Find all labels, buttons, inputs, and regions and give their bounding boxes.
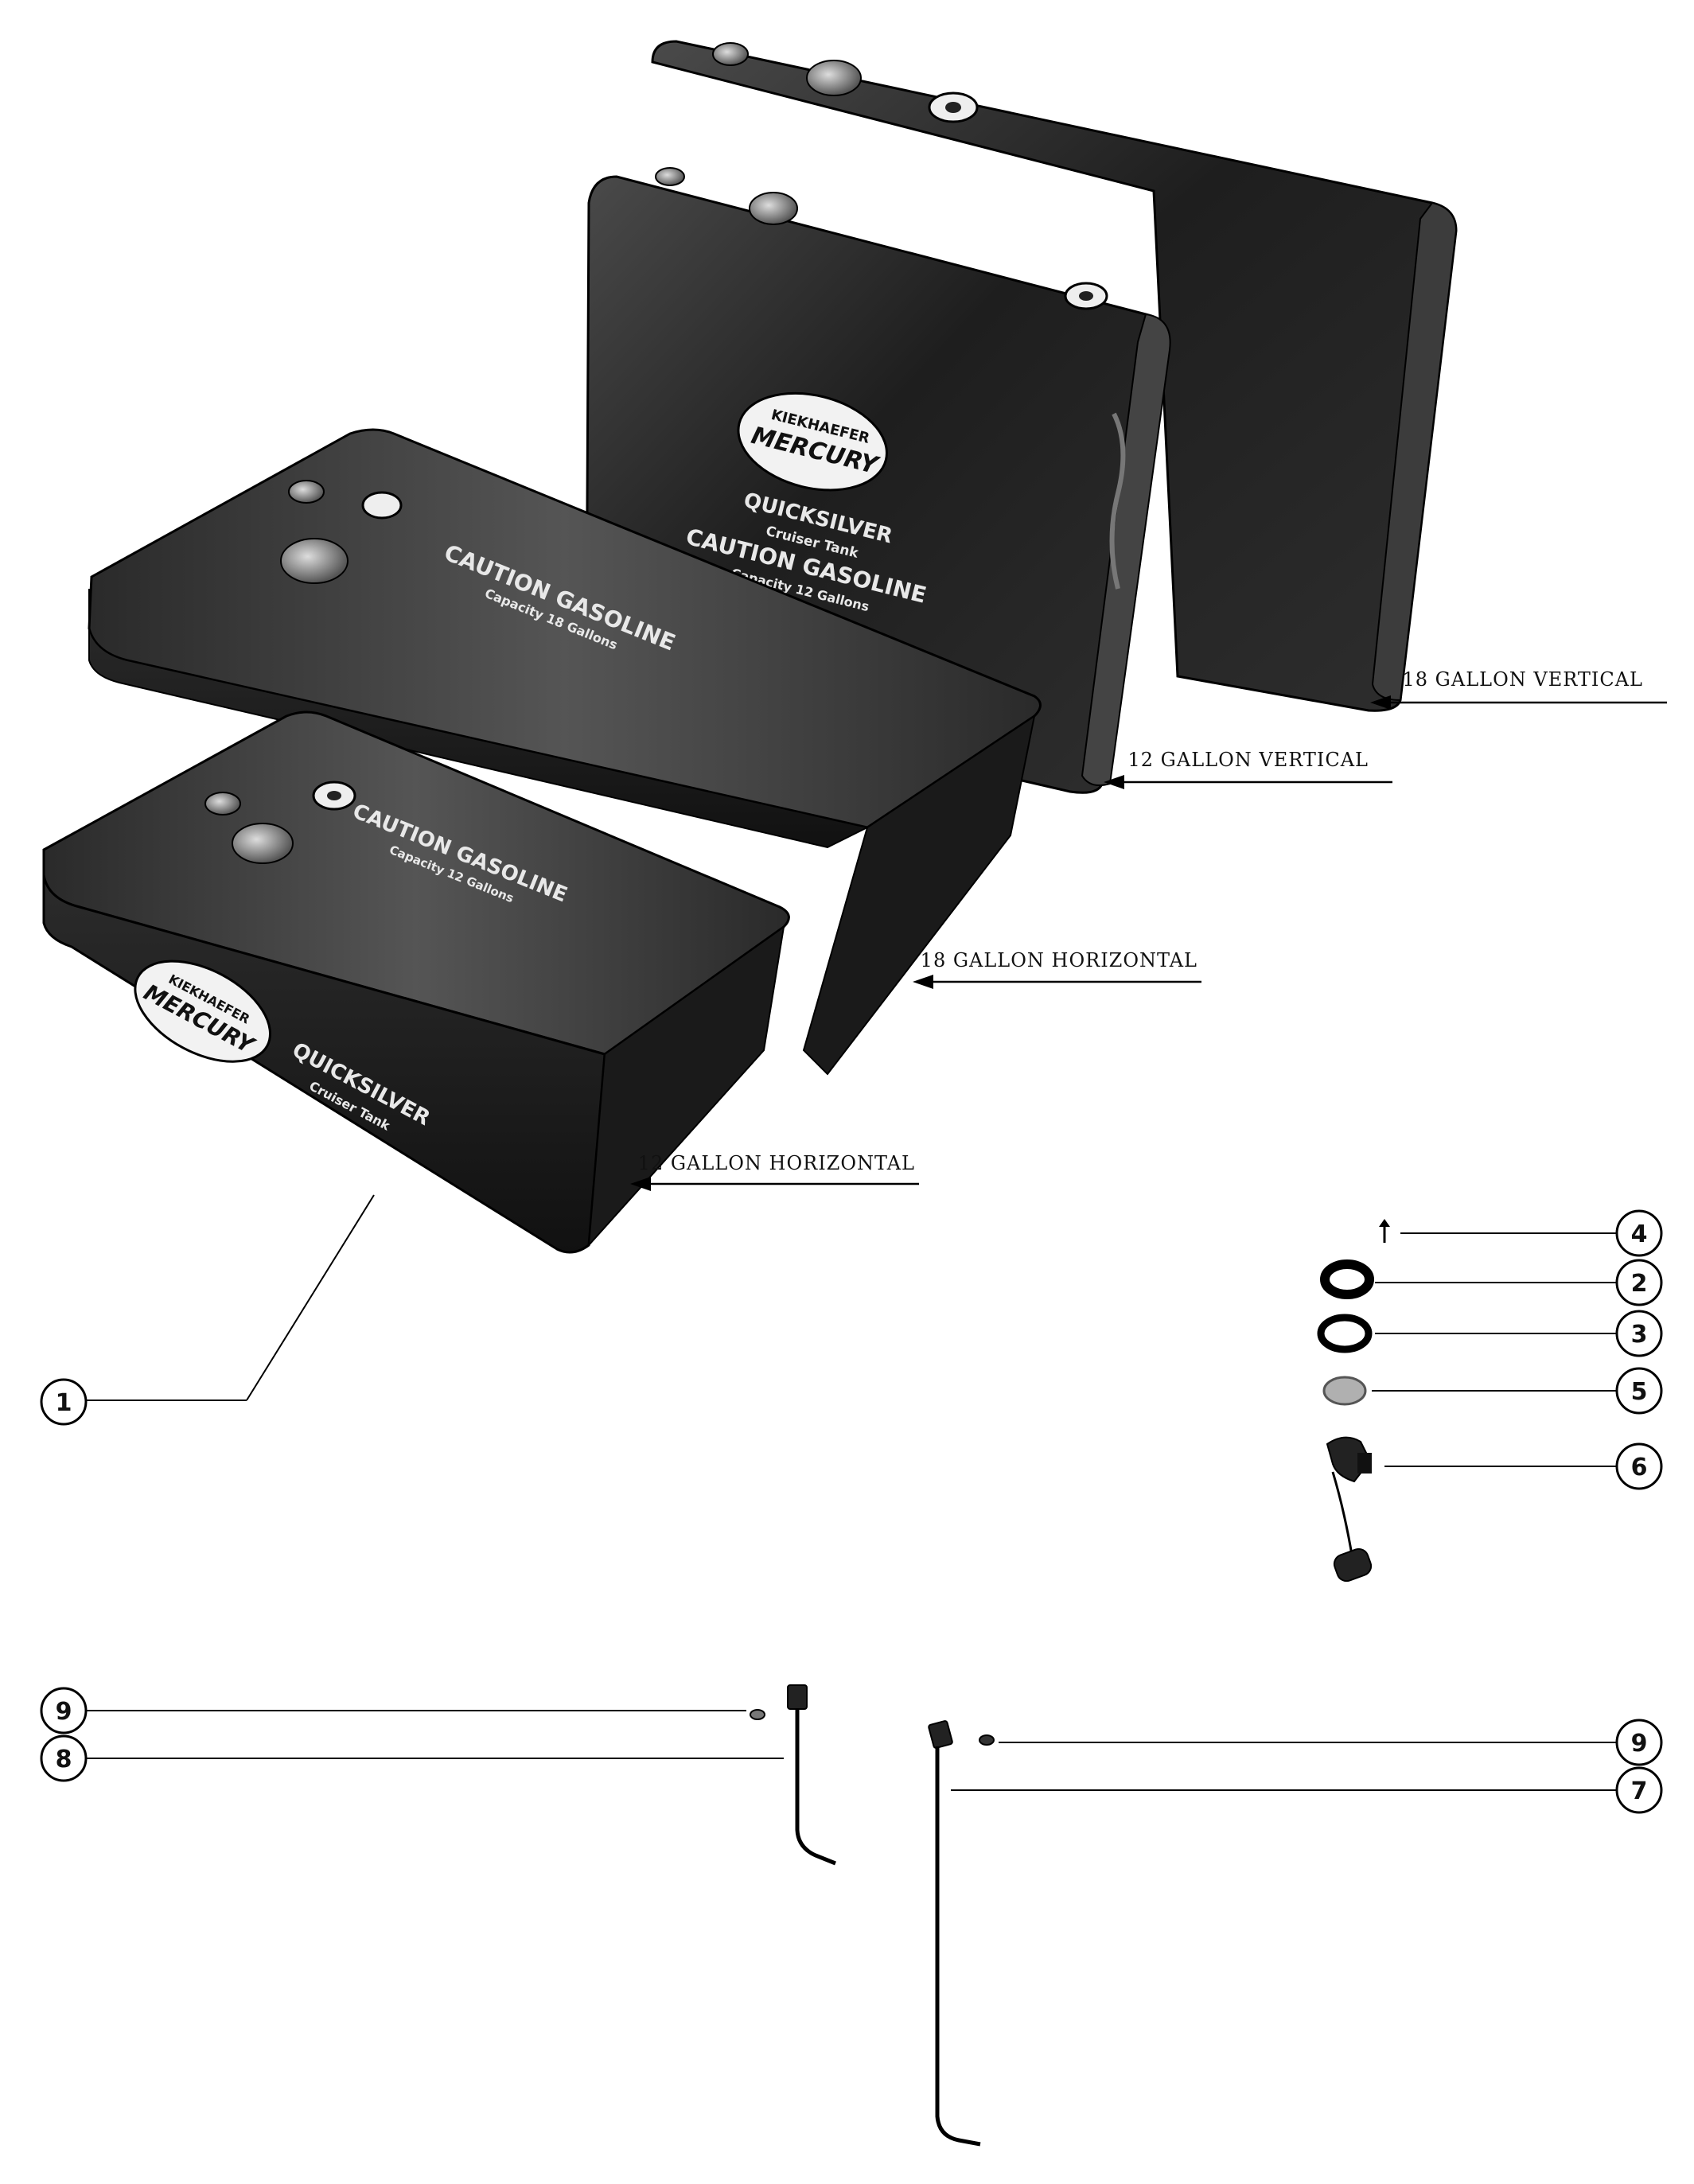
vent-cap-icon [204, 792, 241, 816]
vent-cap-icon [288, 480, 325, 504]
long-pickup-tube-part: 9 7 [928, 1719, 1663, 2147]
gauge-icon [361, 491, 403, 520]
callout-number-1: 1 [56, 1389, 72, 1417]
vent-cap-icon [712, 42, 749, 66]
screw-part: 4 [1379, 1209, 1663, 1257]
callout-number-9-left: 9 [56, 1698, 72, 1726]
callout-number-8: 8 [56, 1746, 72, 1773]
pickup-tube-icon [928, 1720, 981, 2147]
fuel-gauge-icon [1326, 1436, 1373, 1583]
vent-cap-icon [655, 167, 685, 186]
filler-cap-icon [232, 823, 294, 864]
filler-cap-icon [280, 538, 349, 584]
label-18-gallon-horizontal: 18 GALLON HORIZONTAL [921, 949, 1197, 971]
tank-label-18-vertical: 18 GALLON VERTICAL [1370, 668, 1667, 710]
callout-number-6: 6 [1631, 1454, 1648, 1481]
tank-label-18-horizontal: 18 GALLON HORIZONTAL [913, 949, 1201, 989]
callout-1: 1 [40, 1194, 375, 1426]
tank-label-12-vertical: 12 GALLON VERTICAL [1104, 749, 1392, 789]
short-pickup-tube-part: 9 8 [40, 1684, 836, 1866]
callout-number-9-right: 9 [1631, 1730, 1648, 1758]
label-18-gallon-vertical: 18 GALLON VERTICAL [1403, 668, 1643, 691]
fuel-gauge-part: 6 [1326, 1436, 1663, 1583]
gasket-part: 3 [1317, 1310, 1663, 1357]
tank-18-gallon-vertical [651, 40, 1458, 712]
tank-18-gallon-horizontal: CAUTION GASOLINE Capacity 18 Gallons [88, 428, 1042, 1076]
callout-number-7: 7 [1631, 1777, 1648, 1805]
washer-icon [1320, 1259, 1374, 1299]
label-12-gallon-vertical: 12 GALLON VERTICAL [1128, 749, 1369, 771]
pickup-tube-icon [787, 1684, 836, 1866]
filler-cap-icon [749, 192, 798, 225]
callout-number-3: 3 [1631, 1321, 1648, 1349]
grommet-icon [979, 1734, 995, 1746]
label-12-gallon-horizontal: 12 GALLON HORIZONTAL [638, 1152, 915, 1174]
grommet-icon [750, 1709, 765, 1720]
seal-disc-icon [1322, 1376, 1367, 1406]
mercury-decal: KIEKHAEFER MERCURY [134, 960, 272, 1063]
callout-number-2: 2 [1631, 1270, 1648, 1298]
tank-label-12-horizontal: 12 GALLON HORIZONTAL [630, 1152, 919, 1191]
seal-part: 5 [1322, 1367, 1663, 1415]
gasket-icon [1317, 1314, 1373, 1353]
filler-cap-icon [806, 60, 862, 96]
callout-number-5: 5 [1631, 1378, 1648, 1406]
washer-part: 2 [1320, 1259, 1663, 1306]
callout-number-4: 4 [1631, 1220, 1648, 1248]
tank-12-gallon-horizontal: CAUTION GASOLINE Capacity 12 Gallons KIE… [42, 710, 790, 1254]
